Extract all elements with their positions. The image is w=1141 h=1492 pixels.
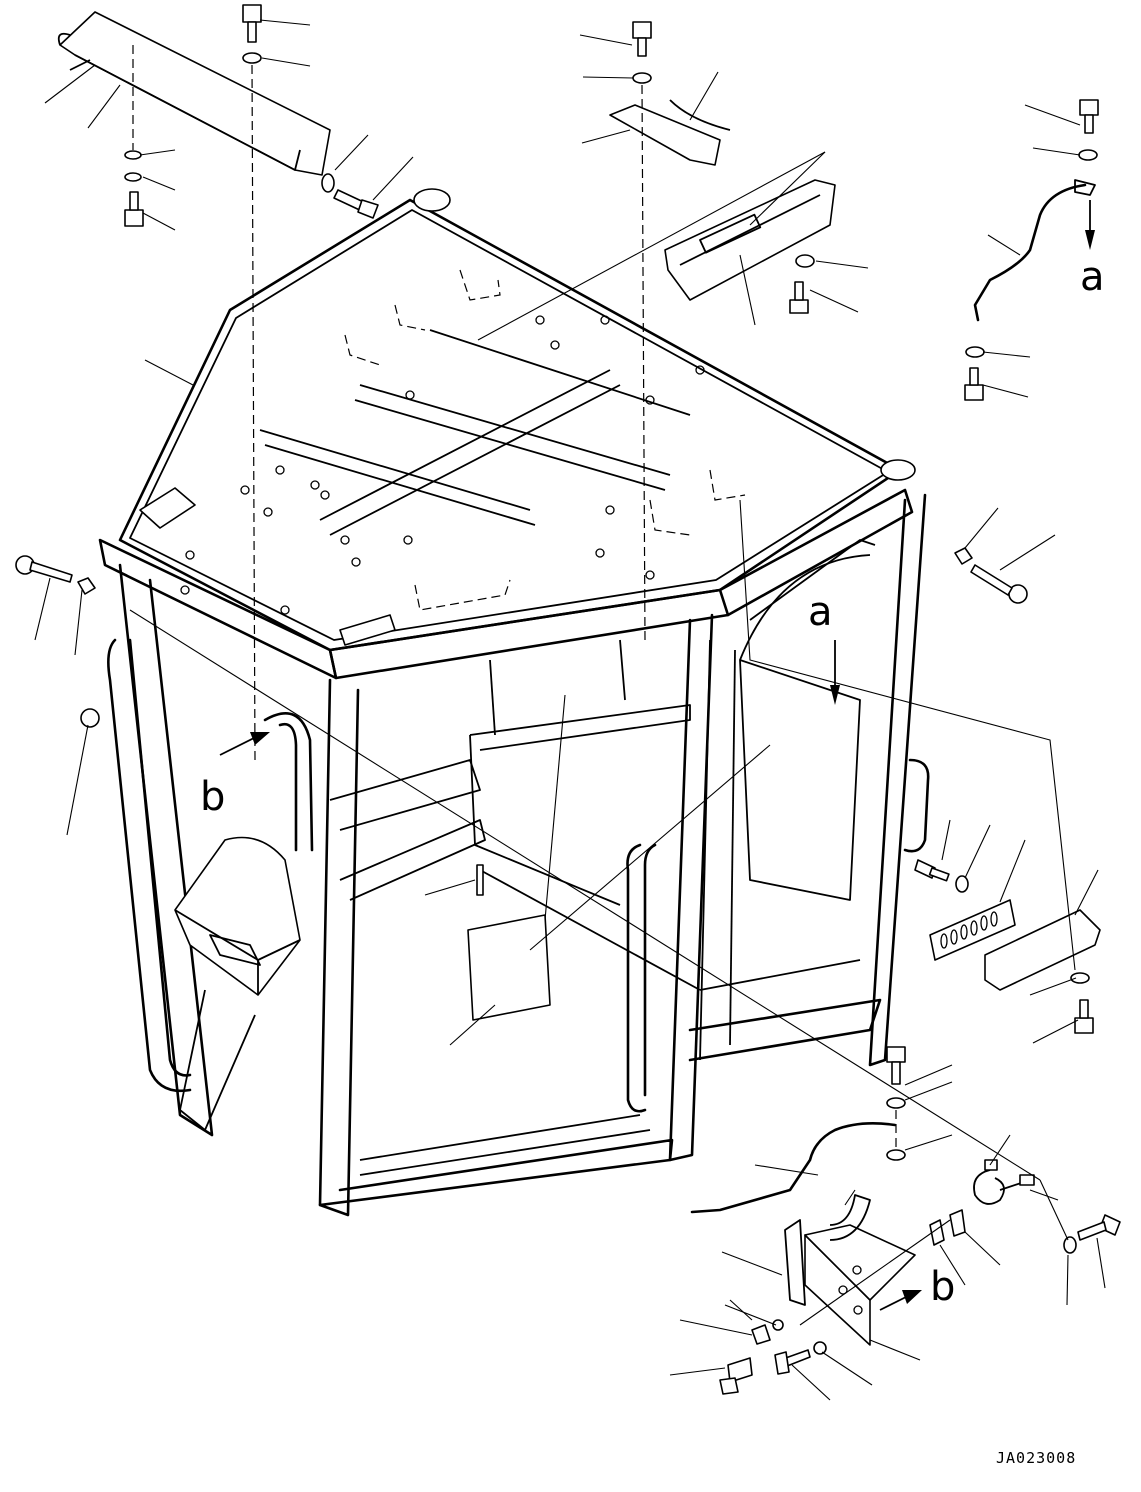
view-marker-a-mid: a xyxy=(808,589,833,635)
air-duct-left xyxy=(174,836,301,1131)
top-left-cover xyxy=(57,11,331,176)
view-arrows xyxy=(219,200,1095,1311)
floor-plate xyxy=(467,914,551,1021)
front-top-beam xyxy=(98,488,914,680)
alignment-lines xyxy=(132,45,897,1150)
drawing-code: JA023008 xyxy=(996,1449,1076,1467)
view-marker-a-top: a xyxy=(1080,254,1105,300)
washers-nuts xyxy=(77,52,1098,1355)
roof-bosses xyxy=(180,315,705,615)
small-clip-b xyxy=(949,1209,966,1237)
top-center-bracket xyxy=(609,99,731,166)
bottom-right-bracket xyxy=(784,1194,916,1346)
right-vent-bracket xyxy=(929,899,1101,991)
right-rod xyxy=(973,179,1096,322)
wire-harness xyxy=(973,1159,1035,1205)
cab-roof xyxy=(118,188,916,652)
top-right-duct xyxy=(664,179,836,301)
bolts xyxy=(15,4,1121,1395)
pin xyxy=(476,864,484,896)
vent-slots xyxy=(940,911,998,949)
bottom-rod xyxy=(690,1122,897,1214)
view-marker-b-left: b xyxy=(200,774,225,820)
leader-lines xyxy=(34,19,1106,1401)
hidden-clips xyxy=(344,269,746,611)
view-marker-b-right: b xyxy=(930,1264,955,1310)
